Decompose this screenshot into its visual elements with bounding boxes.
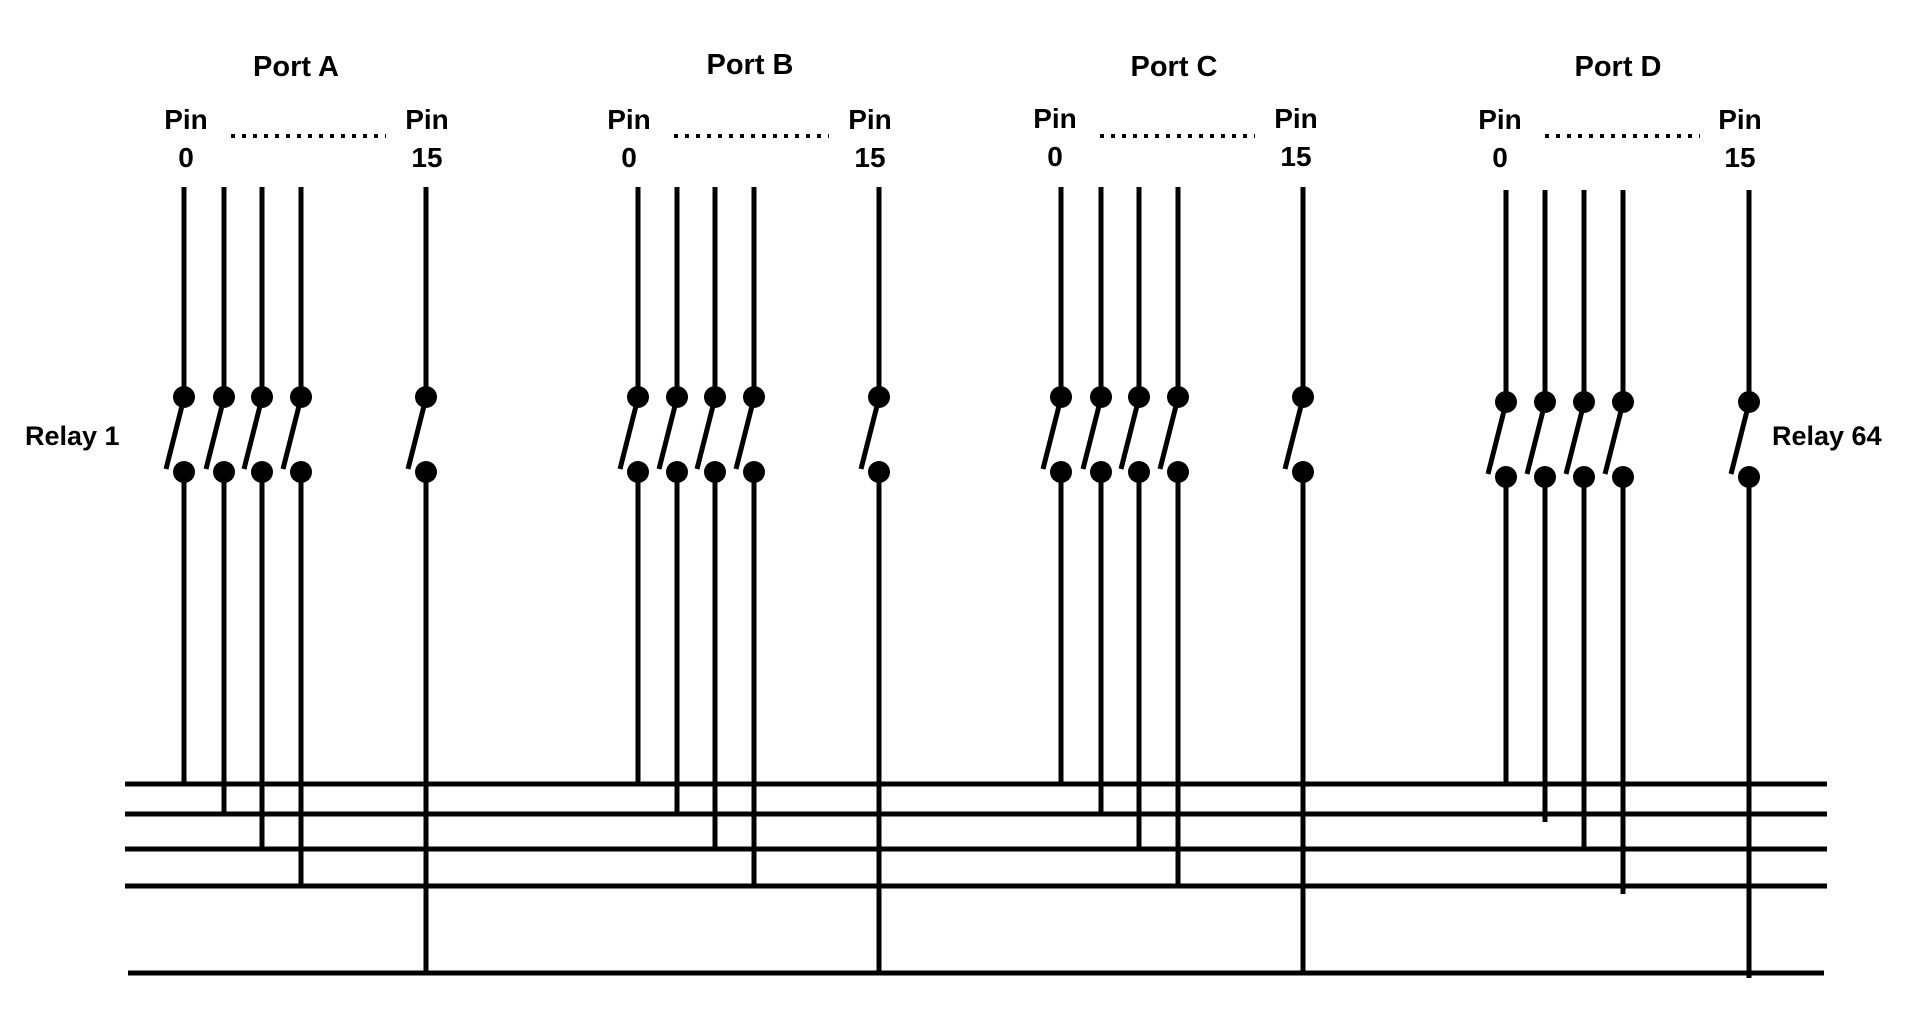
port-b-labels: Port B Pin 0 Pin 15 bbox=[607, 49, 892, 173]
port-c-pin-first-number: 0 bbox=[1047, 141, 1063, 172]
port-a-title: Port A bbox=[253, 51, 339, 83]
port-a-labels: Port A Pin 0 Pin 15 bbox=[164, 51, 449, 173]
port-b-pin-last-number: 15 bbox=[854, 142, 885, 173]
relay-switch bbox=[241, 187, 273, 849]
port-b-pin-first-number: 0 bbox=[621, 142, 637, 173]
relay-switch bbox=[1157, 187, 1189, 886]
port-a-pin-last-word: Pin bbox=[405, 104, 449, 135]
relay-switch bbox=[1524, 190, 1556, 822]
port-c-title: Port C bbox=[1131, 51, 1218, 83]
relay-switch bbox=[1563, 190, 1595, 849]
relay-switch bbox=[694, 187, 726, 849]
relay-first-label: Relay 1 bbox=[25, 421, 120, 451]
relay-switch bbox=[1040, 187, 1072, 784]
port-c-pin-last-word: Pin bbox=[1274, 103, 1318, 134]
port-b-pin-first-word: Pin bbox=[607, 104, 651, 135]
relay-switch bbox=[1485, 190, 1517, 784]
relay-switch bbox=[1282, 187, 1314, 973]
relay-switch bbox=[203, 187, 235, 814]
port-d-pin-first-word: Pin bbox=[1478, 104, 1522, 135]
relay-switch bbox=[656, 187, 688, 814]
port-a-pin-last-number: 15 bbox=[411, 142, 442, 173]
port-b-relays bbox=[617, 187, 890, 973]
port-c-relays bbox=[1040, 187, 1314, 973]
port-d-relays bbox=[1485, 190, 1760, 978]
port-d-title: Port D bbox=[1575, 51, 1662, 83]
port-b-title: Port B bbox=[707, 49, 794, 81]
relay-last-label: Relay 64 bbox=[1772, 421, 1882, 451]
port-d-pin-last-word: Pin bbox=[1718, 104, 1762, 135]
relay-switch bbox=[1118, 187, 1150, 849]
relay-switch bbox=[405, 187, 437, 973]
relay-switch bbox=[163, 187, 195, 784]
port-d-pin-last-number: 15 bbox=[1724, 142, 1755, 173]
port-a-pin-first-word: Pin bbox=[164, 104, 208, 135]
port-c-labels: Port C Pin 0 Pin 15 bbox=[1033, 51, 1318, 172]
port-a-pin-first-number: 0 bbox=[178, 142, 194, 173]
relay-switch bbox=[1728, 190, 1760, 978]
port-d-pin-first-number: 0 bbox=[1492, 142, 1508, 173]
port-c-pin-last-number: 15 bbox=[1280, 141, 1311, 172]
relay-switch bbox=[733, 187, 765, 886]
port-d-labels: Port D Pin 0 Pin 15 bbox=[1478, 51, 1762, 173]
relay-switch bbox=[280, 187, 312, 886]
relay-switch bbox=[858, 187, 890, 973]
bus-lines bbox=[125, 781, 1827, 976]
relay-switch bbox=[1602, 190, 1634, 894]
relay-switch bbox=[617, 187, 649, 784]
port-a-relays bbox=[163, 187, 437, 973]
relay-switch bbox=[1080, 187, 1112, 814]
port-b-pin-last-word: Pin bbox=[848, 104, 892, 135]
port-c-pin-first-word: Pin bbox=[1033, 103, 1077, 134]
